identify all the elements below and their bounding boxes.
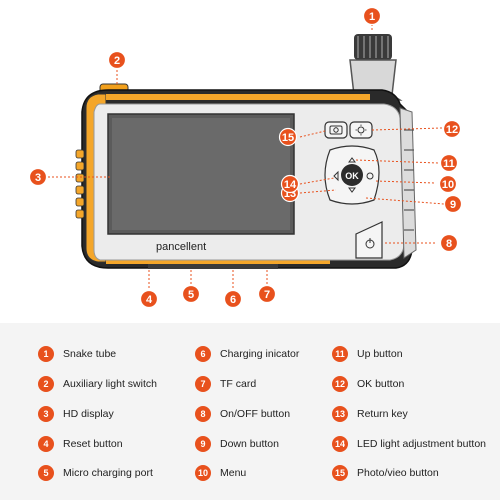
callout-number: 4: [146, 294, 153, 306]
legend-number-badge: 12: [332, 376, 348, 392]
legend-item: 3 HD display: [38, 405, 114, 423]
callout-4: 4: [139, 289, 159, 309]
callout-number: 14: [284, 179, 297, 191]
callout-3: 3: [28, 167, 48, 187]
callout-number: 5: [188, 289, 194, 301]
callout-2: 2: [107, 50, 127, 70]
legend-item: 11 Up button: [332, 345, 403, 363]
camera-icon: [329, 125, 343, 135]
callout-number: 7: [264, 289, 270, 301]
legend-label: On/OFF button: [220, 408, 291, 420]
legend-item: 9 Down button: [195, 435, 279, 453]
legend-label: Return key: [357, 408, 408, 420]
callout-1: 1: [362, 6, 382, 26]
legend-item: 1 Snake tube: [38, 345, 116, 363]
legend-number-badge: 8: [195, 406, 211, 422]
legend-item: 7 TF card: [195, 375, 256, 393]
callout-12: 12: [442, 119, 462, 139]
callout-number: 15: [282, 132, 294, 144]
photo-video-button: [324, 121, 348, 139]
power-button: [355, 221, 383, 259]
callout-11: 11: [439, 153, 459, 173]
callout-15: 15: [278, 127, 298, 147]
legend-number-badge: 3: [38, 406, 54, 422]
legend-label: Micro charging port: [63, 467, 153, 479]
legend-label: HD display: [63, 408, 114, 420]
legend-label: Menu: [220, 467, 247, 479]
legend-item: 12 OK button: [332, 375, 404, 393]
legend-number-badge: 5: [38, 465, 54, 481]
legend-number-badge: 1: [38, 346, 54, 362]
leader-lines: [48, 16, 445, 290]
legend-label: Snake tube: [63, 348, 117, 360]
callout-10: 10: [438, 174, 458, 194]
callout-number: 2: [114, 55, 120, 67]
callout-number: 10: [442, 179, 454, 191]
sun-icon: [357, 126, 365, 134]
legend-item: 6 Charging inicator: [195, 345, 299, 363]
ok-button: OK: [345, 171, 359, 181]
legend-label: Photo/vieo button: [357, 467, 439, 479]
legend-panel: 1 Snake tube 2 Auxiliary light switch 3 HD di…: [0, 323, 500, 500]
legend-item: 5 Micro charging port: [38, 464, 153, 482]
legend-item: 15 Photo/vieo button: [332, 464, 439, 482]
legend-number-badge: 6: [195, 346, 211, 362]
legend-item: 13 Return key: [332, 405, 408, 423]
legend-number-badge: 7: [195, 376, 211, 392]
legend-item: 8 On/OFF button: [195, 405, 290, 423]
back-arrow-icon: [333, 170, 339, 182]
bottom-port-strip: [148, 264, 278, 269]
legend-item: 10 Menu: [195, 464, 246, 482]
down-arrow-icon: [348, 187, 356, 193]
left-grip: [75, 149, 85, 219]
up-arrow-icon: [348, 157, 356, 163]
legend-item: 2 Auxiliary light switch: [38, 375, 157, 393]
callout-number: 3: [35, 172, 41, 184]
legend-number-badge: 2: [38, 376, 54, 392]
callout-7: 7: [257, 284, 277, 304]
legend-label: Reset button: [63, 438, 123, 450]
brightness-icon: [366, 172, 374, 180]
callout-number: 6: [230, 294, 236, 306]
legend-label: OK button: [357, 378, 405, 390]
callout-5: 5: [181, 284, 201, 304]
callout-number: 1: [369, 11, 375, 23]
legend-number-badge: 13: [332, 406, 348, 422]
callout-6: 6: [223, 289, 243, 309]
legend-label: LED light adjustment button: [357, 438, 486, 450]
legend-label: TF card: [220, 378, 257, 390]
legend-number-badge: 15: [332, 465, 348, 481]
callout-number: 11: [443, 158, 455, 170]
brand-logo: pancellent: [156, 241, 206, 253]
legend-label: Up button: [357, 348, 403, 360]
legend-item: 14 LED light adjustment button: [332, 435, 486, 453]
legend-label: Auxiliary light switch: [63, 378, 157, 390]
callout-number: 12: [446, 124, 458, 136]
legend-number-badge: 4: [38, 436, 54, 452]
callout-number: 8: [446, 238, 452, 250]
legend-number-badge: 14: [332, 436, 348, 452]
callout-9: 9: [443, 194, 463, 214]
legend-number-badge: 10: [195, 465, 211, 481]
callout-number: 9: [450, 199, 456, 211]
legend-number-badge: 9: [195, 436, 211, 452]
callout-14: 14: [280, 174, 300, 194]
legend-number-badge: 11: [332, 346, 348, 362]
legend-item: 4 Reset button: [38, 435, 123, 453]
endoscope-device-illustration: pancellent OK: [48, 16, 445, 290]
callout-8: 8: [439, 233, 459, 253]
legend-label: Down button: [220, 438, 279, 450]
legend-label: Charging inicator: [220, 348, 300, 360]
